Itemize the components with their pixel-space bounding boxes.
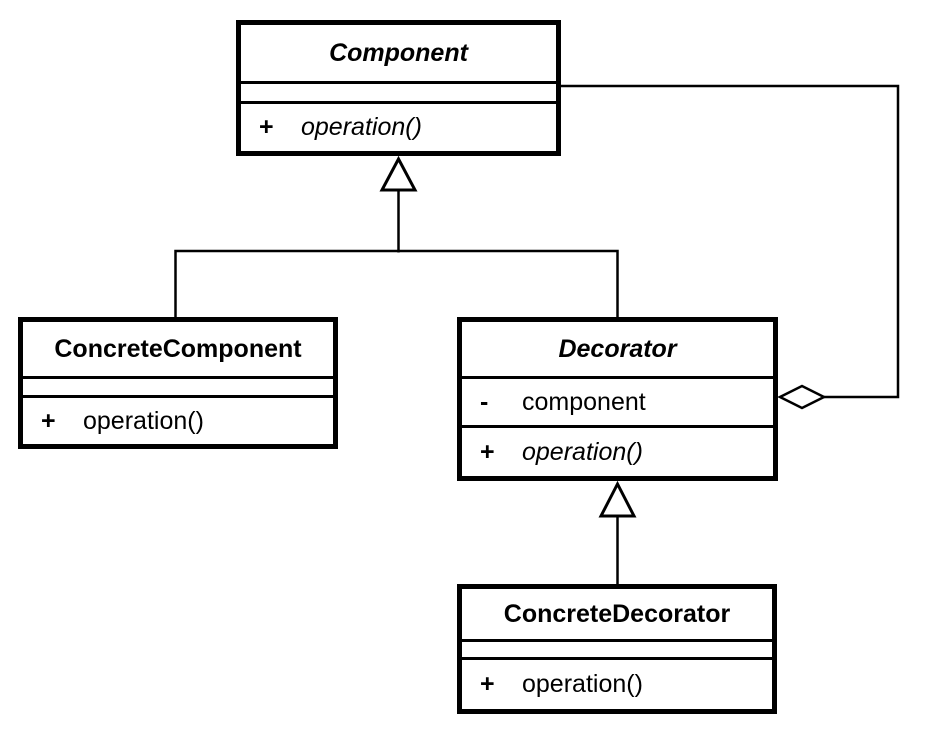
aggregation-decorator-component [561, 84, 900, 410]
attributes-section [462, 642, 772, 660]
operation-row: + operation() [23, 407, 333, 436]
attribute-name: component [522, 387, 646, 416]
operation-name: operation() [522, 670, 643, 698]
class-title-section: ConcreteDecorator [462, 589, 772, 642]
visibility-sign: - [480, 387, 489, 416]
class-concrete-decorator: ConcreteDecorator + operation() [457, 584, 777, 714]
operation-name: operation() [522, 437, 643, 466]
attributes-section [23, 379, 333, 398]
class-component: Component + operation() [236, 20, 561, 156]
operations-section: + operation() [23, 398, 333, 444]
visibility-sign: + [480, 437, 495, 466]
class-name: ConcreteComponent [54, 334, 302, 363]
operations-section: + operation() [462, 660, 772, 709]
diamond-aggregation-icon [777, 384, 827, 410]
visibility-sign: + [41, 406, 56, 435]
attributes-section: - component [462, 379, 773, 428]
class-title-section: Decorator [462, 322, 773, 379]
attributes-section [241, 84, 556, 104]
triangle-arrowhead-icon [598, 480, 637, 518]
class-title-section: Component [241, 25, 556, 84]
operations-section: + operation() [241, 104, 556, 151]
class-name: Component [329, 38, 468, 67]
operation-row: + operation() [462, 670, 772, 699]
class-decorator: Decorator - component + operation() [457, 317, 778, 481]
operation-row: + operation() [462, 438, 773, 467]
class-title-section: ConcreteComponent [23, 322, 333, 379]
visibility-sign: + [480, 670, 495, 698]
class-name: Decorator [558, 334, 677, 363]
operation-name: operation() [301, 113, 422, 141]
class-name: ConcreteDecorator [503, 599, 731, 628]
operation-row: + operation() [241, 113, 556, 142]
attribute-row: - component [462, 388, 773, 417]
generalization-to-decorator [598, 480, 637, 585]
triangle-arrowhead-icon [379, 155, 418, 192]
visibility-sign: + [259, 113, 274, 141]
operations-section: + operation() [462, 428, 773, 476]
operation-name: operation() [83, 406, 204, 435]
class-concrete-component: ConcreteComponent + operation() [18, 317, 338, 449]
generalization-to-component [174, 155, 619, 317]
